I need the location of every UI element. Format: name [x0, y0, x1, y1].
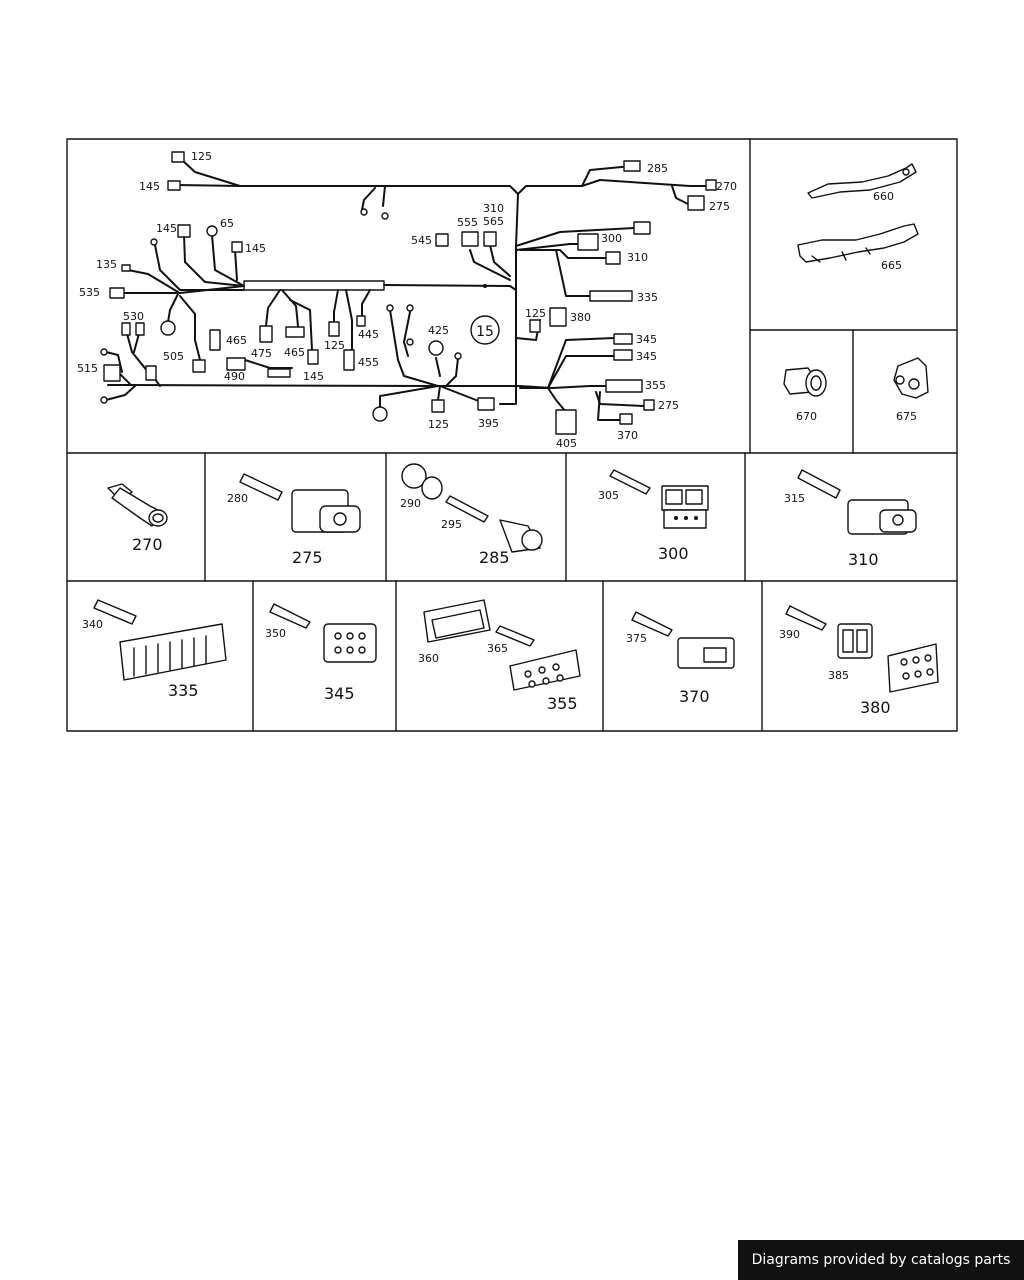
harness-label: 465 [284, 346, 305, 359]
bracket-660 [807, 163, 917, 199]
panel-frames [66, 138, 958, 732]
harness-label: 285 [647, 162, 668, 175]
part-label: 675 [896, 410, 917, 423]
part-380-drawing [785, 605, 939, 693]
part-number: 335 [168, 681, 199, 700]
part-number: 270 [132, 535, 163, 554]
harness-label: 300 [601, 232, 622, 245]
harness-label: 125 [191, 150, 212, 163]
part-275-drawing [239, 473, 361, 533]
grommet-670 [783, 367, 827, 397]
harness-label: 270 [716, 180, 737, 193]
harness-label: 370 [617, 429, 638, 442]
harness-label: 505 [163, 350, 184, 363]
part-270-drawing [107, 483, 168, 527]
outer-frame [66, 138, 958, 732]
harness-label: 125 [324, 339, 345, 352]
clip-675 [893, 357, 929, 399]
part-370-drawing [631, 611, 735, 669]
part-number: 370 [679, 687, 710, 706]
harness-label: 545 [411, 234, 432, 247]
part-number: 310 [848, 550, 879, 569]
part-number-small: 315 [784, 492, 805, 505]
part-label: 665 [881, 259, 902, 272]
part-335-drawing [93, 599, 227, 681]
part-number: 345 [324, 684, 355, 703]
harness-label: 145 [245, 242, 266, 255]
harness-label: 465 [226, 334, 247, 347]
harness-label: 275 [658, 399, 679, 412]
harness-label: 425 [428, 324, 449, 337]
part-number-small: 360 [418, 652, 439, 665]
harness-label: 445 [358, 328, 379, 341]
part-number-small: 280 [227, 492, 248, 505]
harness-label: 335 [637, 291, 658, 304]
part-label: 670 [796, 410, 817, 423]
part-number-small: 340 [82, 618, 103, 631]
harness-label: 455 [358, 356, 379, 369]
part-310-drawing [797, 469, 917, 535]
harness-labels: 125 145 145 65 145 135 535 530 465 505 5… [77, 150, 737, 450]
part-number: 285 [479, 548, 510, 567]
harness-label: 275 [709, 200, 730, 213]
harness-label: 490 [224, 370, 245, 383]
part-number: 300 [658, 544, 689, 563]
part-number-small: 365 [487, 642, 508, 655]
part-number-small: 350 [265, 627, 286, 640]
harness-label: 535 [79, 286, 100, 299]
harness-label: 395 [478, 417, 499, 430]
harness-connectors [100, 151, 717, 435]
harness-label: 345 [636, 333, 657, 346]
harness-label: 145 [139, 180, 160, 193]
callout-number: 15 [476, 324, 494, 340]
part-number-small: 375 [626, 632, 647, 645]
harness-label: 310 [483, 202, 504, 215]
part-355-drawing [423, 599, 581, 691]
part-number-small: 385 [828, 669, 849, 682]
harness-label: 530 [123, 310, 144, 323]
harness-label: 125 [428, 418, 449, 431]
part-label: 660 [873, 190, 894, 203]
part-number: 275 [292, 548, 323, 567]
harness-label: 355 [645, 379, 666, 392]
harness-label: 65 [220, 217, 234, 230]
harness-label: 345 [636, 350, 657, 363]
part-number: 380 [860, 698, 891, 717]
right-labels: 660 665 670 675 [796, 190, 917, 423]
harness-label: 145 [303, 370, 324, 383]
harness-label: 475 [251, 347, 272, 360]
callout-circle [470, 315, 500, 345]
part-number: 355 [547, 694, 578, 713]
part-345-drawing [269, 603, 377, 663]
harness-label: 555 [457, 216, 478, 229]
harness-label: 145 [156, 222, 177, 235]
harness-label: 310 [627, 251, 648, 264]
harness-label: 515 [77, 362, 98, 375]
part-285-drawing [401, 463, 543, 553]
part-number-small: 290 [400, 497, 421, 510]
part-number-small: 295 [441, 518, 462, 531]
part-number-small: 305 [598, 489, 619, 502]
part-number-small: 390 [779, 628, 800, 641]
bracket-665 [797, 223, 919, 263]
harness-label: 565 [483, 215, 504, 228]
harness-label: 135 [96, 258, 117, 271]
wiring-harness [105, 159, 713, 421]
attribution-banner: Diagrams provided by catalogs parts [738, 1240, 1024, 1280]
harness-label: 405 [556, 437, 577, 450]
harness-label: 380 [570, 311, 591, 324]
part-300-drawing [609, 469, 709, 529]
harness-label: 125 [525, 307, 546, 320]
